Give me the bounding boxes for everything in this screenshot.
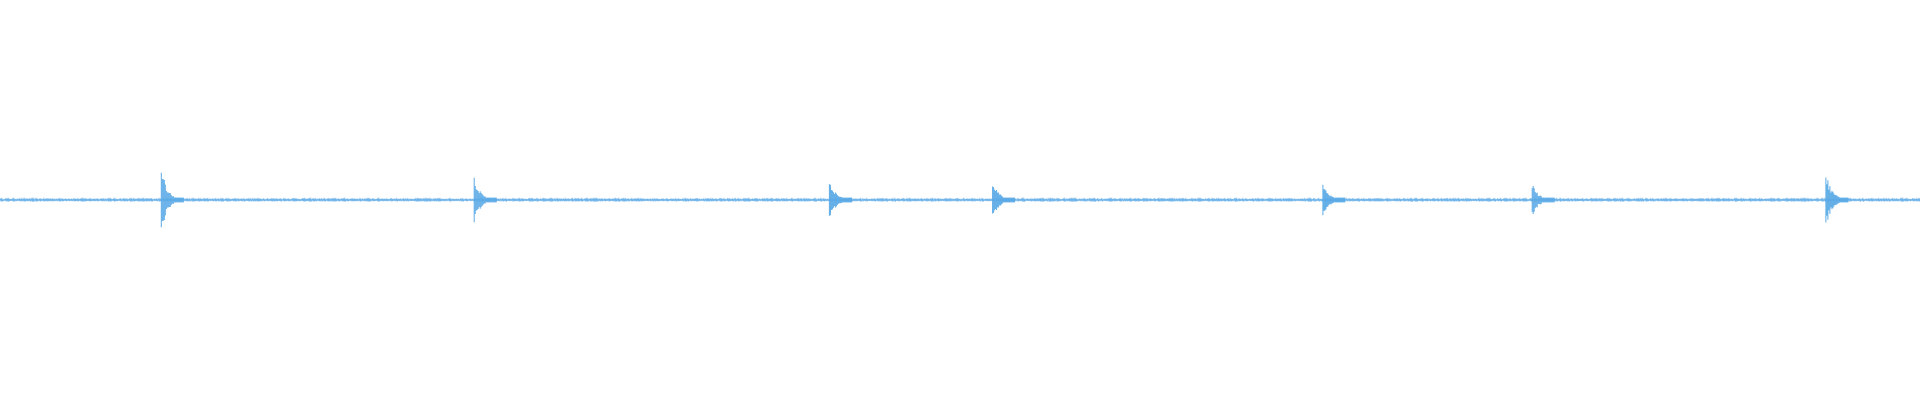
waveform-noise <box>0 197 1920 203</box>
waveform-transients <box>160 172 1849 228</box>
transient-spike <box>160 172 184 228</box>
transient-spike <box>828 184 852 216</box>
noise-trace <box>0 197 1920 203</box>
transient-spike <box>1322 184 1346 216</box>
transient-spike <box>473 177 497 223</box>
transient-spike <box>1531 186 1555 214</box>
transient-spike <box>992 186 1016 214</box>
transient-spike <box>1825 177 1849 223</box>
